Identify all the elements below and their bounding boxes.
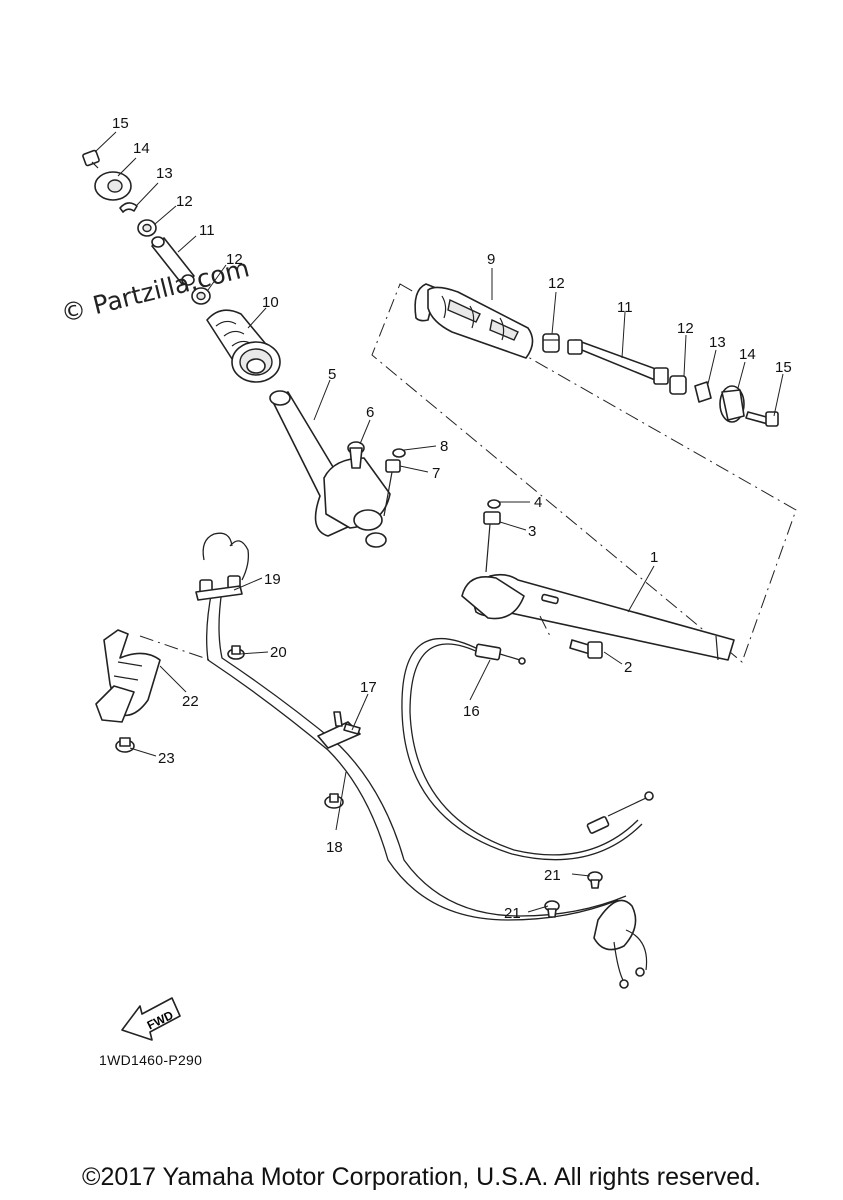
callout-11-right: 11: [617, 299, 633, 316]
callout-9: 9: [487, 251, 495, 268]
callout-12-right-b: 12: [677, 320, 694, 337]
fwd-arrow-icon: FWD: [121, 997, 181, 1041]
callout-13-right: 13: [709, 334, 726, 351]
callout-13-left: 13: [156, 165, 173, 182]
callout-4: 4: [534, 494, 542, 511]
callout-labels: 15 14 13 12 11 12 10 9 12 11 12 13 14 15…: [112, 115, 792, 922]
part-21-bolt-a: [587, 871, 603, 889]
part-13-left-collar: [119, 202, 138, 213]
part-12-right-nut-b: [669, 375, 687, 395]
callout-16: 16: [463, 703, 480, 720]
part-17-clip: [317, 711, 361, 749]
part-22-brake-bracket: [95, 629, 161, 723]
part-1-right-handlebar: [461, 573, 735, 661]
part-15-left-screw: [82, 149, 100, 169]
callout-10: 10: [262, 294, 279, 311]
diagram-code: 1WD1460-P290: [99, 1052, 203, 1068]
callout-12-right-a: 12: [548, 275, 565, 292]
callout-14-left: 14: [133, 140, 150, 157]
part-16-cable: [401, 637, 654, 861]
callout-14-right: 14: [739, 346, 756, 363]
callout-2: 2: [624, 659, 632, 676]
part-15-right-screw: [745, 411, 779, 427]
callout-1: 1: [650, 549, 658, 566]
part-9-right-grip: [414, 283, 534, 359]
callout-12-left-upper: 12: [176, 193, 193, 210]
part-10-throttle-grip: [206, 309, 281, 383]
part-13-right-collar: [694, 381, 712, 403]
callout-19: 19: [264, 571, 281, 588]
callout-15-left: 15: [112, 115, 129, 132]
part-19-clamp: [195, 585, 243, 601]
callout-12-left-lower: 12: [226, 251, 243, 268]
callout-20: 20: [270, 644, 287, 661]
leader-lines: [94, 131, 784, 913]
callout-23: 23: [158, 750, 175, 767]
part-12-right-nut-a: [542, 333, 560, 353]
part-20-bolt: [227, 645, 245, 660]
part-6-pin: [347, 441, 365, 469]
callout-22: 22: [182, 693, 199, 710]
callout-11-left: 11: [199, 222, 215, 239]
part-2-bolt: [569, 639, 603, 659]
part-14-left-end-weight: [94, 171, 132, 201]
callout-8: 8: [440, 438, 448, 455]
callout-5: 5: [328, 366, 336, 383]
callout-21-a: 21: [544, 867, 561, 884]
part-11-left-bar-insert: [151, 236, 195, 286]
part-4-washer: [487, 499, 501, 509]
part-12-left-nut-lower: [191, 287, 211, 305]
callout-6: 6: [366, 404, 374, 421]
part-18-bolt: [324, 793, 344, 809]
part-21-bolt-b: [544, 900, 560, 918]
callout-18: 18: [326, 839, 343, 856]
part-23-bolt: [115, 737, 135, 753]
part-12-left-nut-upper: [137, 219, 157, 237]
copyright-notice: ©2017 Yamaha Motor Corporation, U.S.A. A…: [82, 1163, 761, 1191]
callout-17: 17: [360, 679, 377, 696]
part-14-right-end-weight: [719, 385, 745, 423]
callout-21-b: 21: [504, 905, 521, 922]
callout-3: 3: [528, 523, 536, 540]
part-11-right-bar-insert: [567, 339, 669, 385]
part-3-bolt: [483, 511, 501, 573]
part-8-washer: [392, 448, 406, 458]
callout-7: 7: [432, 465, 440, 482]
part-7-bolt: [383, 459, 401, 517]
callout-15-right: 15: [775, 359, 792, 376]
part-5-left-handlebar: [269, 390, 391, 548]
